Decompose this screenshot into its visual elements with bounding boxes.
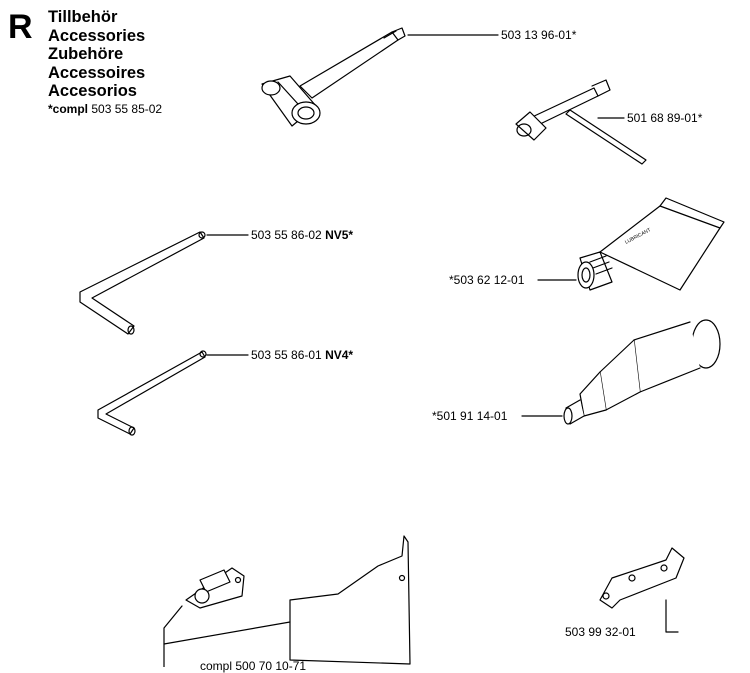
part-number: *503 62 12-01	[449, 273, 525, 287]
guard-kit-drawing	[185, 535, 411, 665]
title-german: Zubehöre	[48, 45, 124, 63]
leader-line	[163, 605, 183, 667]
title-block: Tillbehör Accessories Zubehöre Accessoir…	[48, 8, 162, 117]
part-number: 503 55 86-01	[251, 348, 322, 362]
title-english: Accessories	[48, 26, 146, 45]
piston-stop-drawing	[563, 319, 721, 425]
part-label: 503 13 96-01*	[501, 28, 576, 42]
hex-key-nv4-drawing	[97, 350, 207, 436]
bracket-drawing	[599, 547, 685, 609]
part-number: *501 91 14-01	[432, 409, 508, 423]
t-socket-wrench-drawing	[515, 79, 647, 165]
title-french: Accessoires	[48, 63, 146, 82]
hex-key-nv5-drawing	[79, 231, 206, 335]
leader-line	[665, 599, 679, 633]
compl-prefix: *compl	[48, 101, 89, 116]
part-suffix: NV5*	[325, 228, 354, 242]
leader-line	[163, 621, 291, 645]
title-spanish: Accesorios	[48, 82, 137, 100]
part-number: 503 99 32-01	[565, 625, 636, 639]
part-number: 503 55 86-02	[251, 228, 322, 242]
compl-number: 503 55 85-02	[91, 101, 163, 116]
part-label: 503 55 86-02 NV5*	[251, 228, 353, 242]
part-label: *503 62 12-01	[449, 273, 524, 287]
compl-line: *compl 503 55 85-02	[48, 102, 162, 117]
section-letter: R	[8, 8, 33, 46]
part-label: compl 500 70 10-71	[200, 659, 306, 673]
grease-tube-drawing: LUBRICANT	[577, 197, 725, 291]
title-swedish: Tillbehör	[48, 8, 118, 26]
part-number: 503 13 96-01*	[501, 28, 577, 42]
part-label: 503 55 86-01 NV4*	[251, 348, 353, 362]
part-number: compl 500 70 10-71	[200, 659, 307, 673]
part-number: 501 68 89-01*	[627, 111, 703, 125]
part-label: 501 68 89-01*	[627, 111, 702, 125]
part-label: *501 91 14-01	[432, 409, 507, 423]
combination-wrench-drawing	[261, 27, 406, 127]
part-label: 503 99 32-01	[565, 625, 636, 639]
part-suffix: NV4*	[325, 348, 354, 362]
